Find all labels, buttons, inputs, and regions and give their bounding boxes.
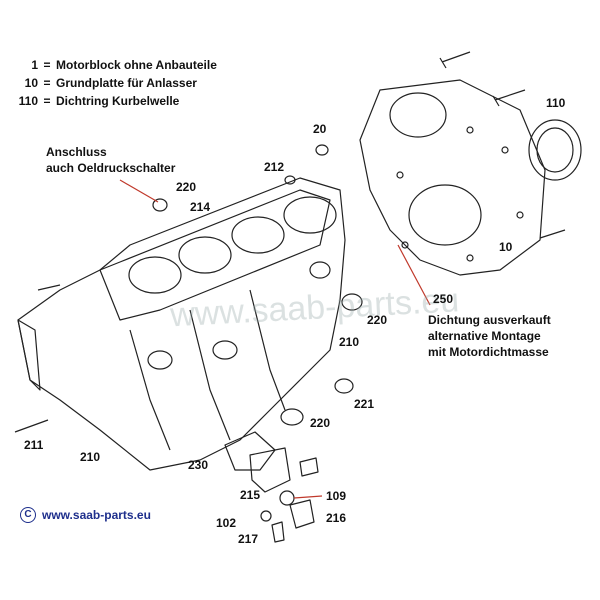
bolt-left [37,284,61,291]
bolt-308 [299,457,319,477]
bolt-lower-right [539,229,566,239]
legend: 1 = Motorblock ohne Anbauteile 10 = Grun… [4,56,217,110]
plug-220-lower [280,408,304,426]
legend-row: 1 = Motorblock ohne Anbauteile [31,58,217,72]
washer-109 [279,490,295,506]
part-label-221: 221 [354,397,375,411]
part-label-220: 220 [176,180,197,194]
copyright-icon: C [20,507,36,523]
cylinder-bore-3 [231,216,285,254]
copyright-link[interactable]: C www.saab-parts.eu [20,507,151,523]
part-label-110: 110 [546,96,566,110]
leader-109 [293,495,323,499]
dowel-pin-211 [14,419,49,433]
washer-102 [260,510,272,522]
block-plug-hole-1 [147,350,173,370]
rear-plate-lower-hole [408,184,482,246]
plug-220-upper [152,198,168,212]
cylinder-bore-2 [178,236,232,274]
plug-220-right [341,293,363,311]
part-label-217: 217 [238,532,259,546]
cylinder-bore-1 [128,256,182,294]
part-label-102: 102 [216,516,237,530]
part-label-210: 210 [339,335,360,349]
part-label-220: 220 [310,416,331,430]
part-label-215: 215 [240,488,261,502]
copyright-text: www.saab-parts.eu [42,508,151,522]
block-deck [99,189,331,321]
part-label-216: 216 [326,511,347,525]
leader-anschluss [119,179,159,203]
bolt-top [439,51,471,69]
cylinder-bore-4 [283,196,337,234]
part-label-250: 250 [433,292,454,306]
part-label-211: 211 [24,438,44,452]
part-label-10: 10 [499,240,513,254]
block-plug-hole-3 [309,261,331,279]
engine-block-outline [17,177,346,471]
legend-row: 10 = Grundplatte für Anlasser [24,76,197,90]
part-label-230: 230 [188,458,209,472]
block-rib-3 [249,289,286,411]
block-plug-hole-2 [212,340,238,360]
bolt-right [492,89,526,107]
leader-dichtung [397,244,431,306]
housing-215 [249,447,291,493]
plug-221 [334,378,354,394]
part-label-214: 214 [190,200,211,214]
plug-216 [289,499,315,529]
note-anschluss: Anschluss auch Oeldruckschalter [46,145,176,175]
block-side-flange [17,319,41,391]
part-label-109: 109 [326,489,347,503]
plug-212 [284,175,296,185]
part-label-220: 220 [367,313,388,327]
block-rib-2 [189,309,231,441]
legend-row: 110 = Dichtring Kurbelwelle [18,94,180,108]
rear-plate-upper-hole [389,92,447,138]
screw-217 [271,521,285,543]
note-dichtung: Dichtung ausverkauft alternative Montage… [428,313,551,359]
oil-filter-flange-230 [224,431,276,471]
block-rib-1 [129,329,171,451]
crankshaft-seal-ring [528,119,582,181]
part-label-20: 20 [313,122,327,136]
part-label-210: 210 [80,450,101,464]
rear-plate-outline [359,79,546,276]
plug-20 [315,144,329,156]
part-label-212: 212 [264,160,285,174]
